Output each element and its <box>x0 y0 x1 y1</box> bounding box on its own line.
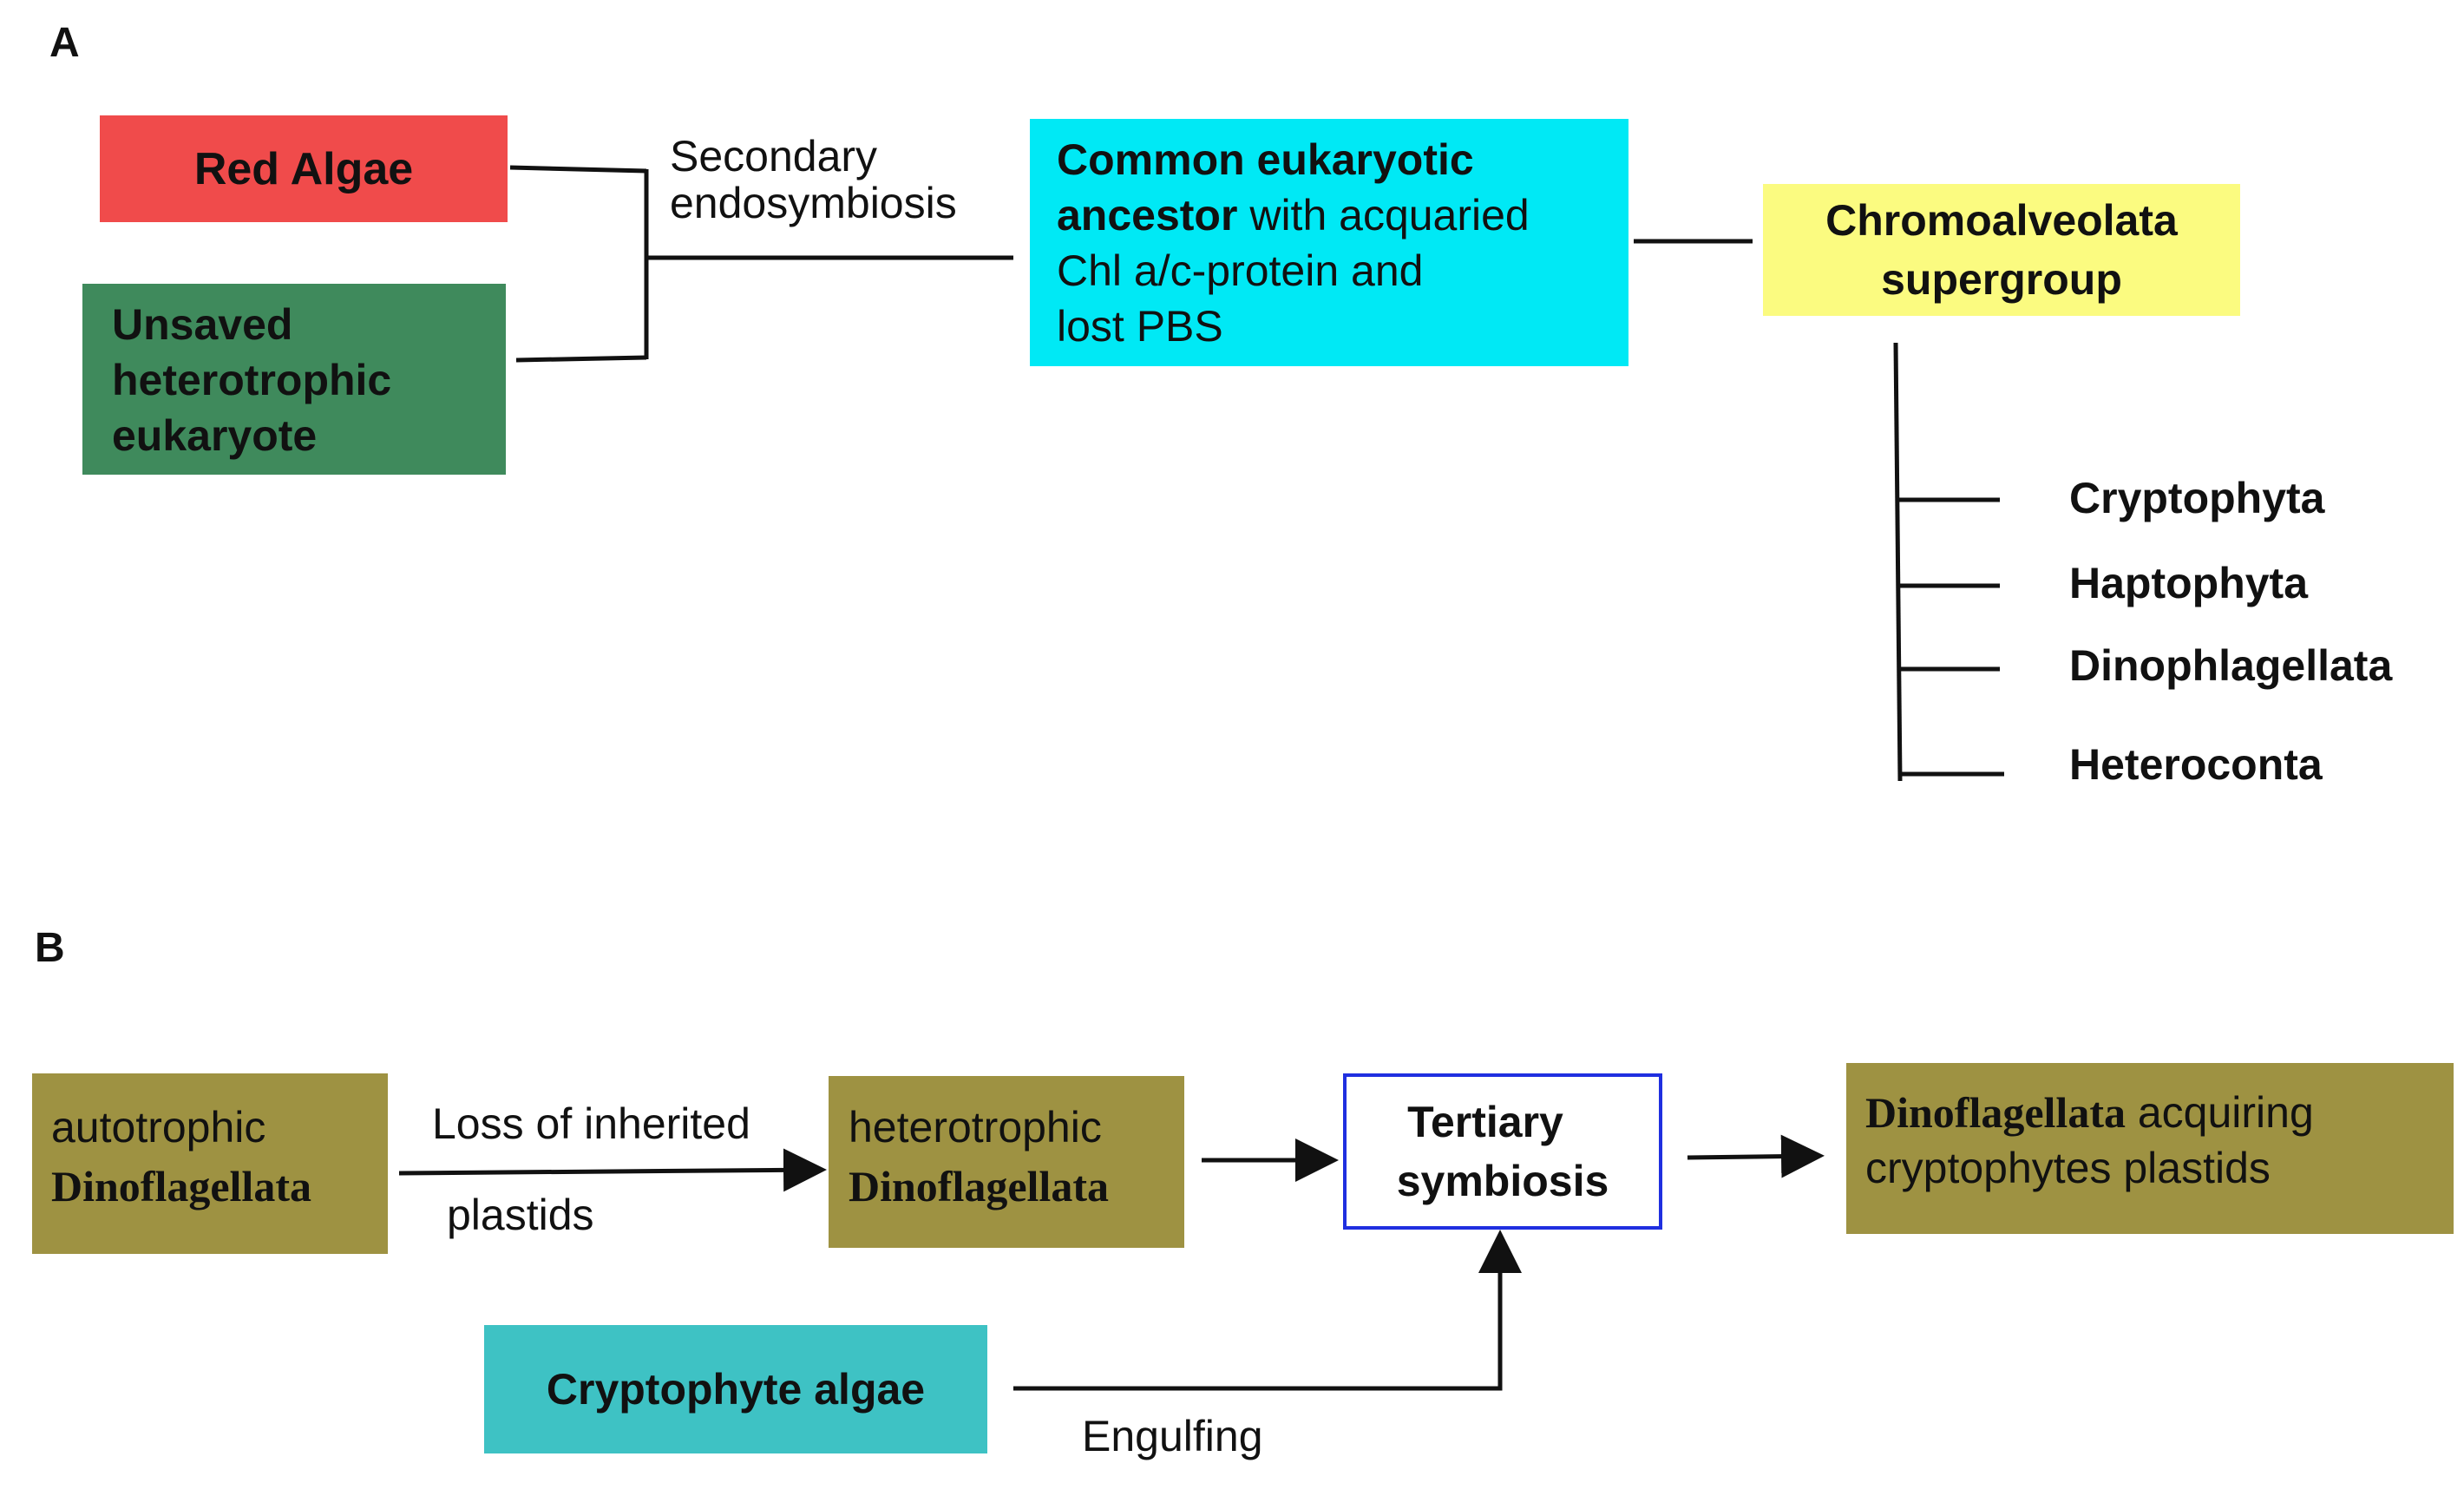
group-haptophyta: Haptophyta <box>2069 559 2308 607</box>
loss-arrow <box>398 1148 827 1192</box>
panel-label-b: B <box>35 925 65 971</box>
autotrophic-line-1: autotrophic <box>51 1103 266 1152</box>
tree-trunk <box>1893 342 1903 782</box>
red-algae-box: Red Algae <box>100 115 508 222</box>
tertiary-symbiosis-box: Tertiary symbiosis <box>1343 1073 1662 1230</box>
supergroup-box: Chromoalveolata supergroup <box>1763 184 2240 316</box>
heterotroph-line-2: heterotrophic <box>112 356 392 404</box>
result-line-1: Dinoflagellata acquiring <box>1865 1088 2314 1137</box>
autotrophic-box: autotrophic Dinoflagellata <box>32 1073 388 1254</box>
supergroup-line-2: supergroup <box>1881 255 2122 304</box>
autotrophic-line-2: Dinoflagellata <box>51 1162 311 1211</box>
result-line-2: cryptophytes plastids <box>1865 1144 2271 1192</box>
group-heteroconta: Heteroconta <box>2069 740 2323 789</box>
loss-label-top: Loss of inherited <box>432 1099 750 1148</box>
loss-label-bottom: plastids <box>447 1191 594 1239</box>
engulfing-label: Engulfing <box>1082 1412 1263 1460</box>
heterotroph-box: Unsaved heterotrophic eukaryote <box>82 284 506 475</box>
ancestor-line-1: Common eukaryotic <box>1057 135 1474 184</box>
tertiary-line-1: Tertiary <box>1407 1098 1563 1146</box>
secondary-endosymbiosis-label: Secondary endosymbiosis <box>670 132 957 227</box>
to-result-arrow <box>1687 1134 1825 1178</box>
engulf-connector <box>1013 1230 1522 1391</box>
ancestor-line-4: lost PBS <box>1057 302 1223 351</box>
group-dinophlagellata: Dinophlagellata <box>2069 641 2393 690</box>
heterotrophic-line-1: heterotrophic <box>849 1103 1102 1152</box>
heterotrophic-line-2: Dinoflagellata <box>849 1162 1109 1211</box>
red-algae-label: Red Algae <box>193 143 414 194</box>
ancestor-line-2: ancestor with acquaried <box>1057 191 1530 239</box>
heterotroph-line-1: Unsaved <box>112 300 293 349</box>
cryptophyte-algae-box: Cryptophyte algae <box>484 1325 987 1453</box>
supergroup-line-1: Chromoalveolata <box>1825 196 2178 245</box>
heterotroph-connector <box>515 355 647 363</box>
group-cryptophyta: Cryptophyta <box>2069 474 2325 522</box>
cryptophyte-label: Cryptophyte algae <box>546 1365 926 1414</box>
red-algae-connector <box>509 165 647 174</box>
result-box: Dinoflagellata acquiring cryptophytes pl… <box>1846 1063 2454 1234</box>
panel-label-a: A <box>49 20 80 66</box>
ancestor-line-3: Chl a/c-protein and <box>1057 246 1424 295</box>
tertiary-line-2: symbiosis <box>1396 1157 1609 1205</box>
common-ancestor-box: Common eukaryotic ancestor with acquarie… <box>1030 119 1628 366</box>
heterotrophic-box: heterotrophic Dinoflagellata <box>829 1076 1184 1248</box>
heterotroph-line-3: eukaryote <box>112 411 318 460</box>
